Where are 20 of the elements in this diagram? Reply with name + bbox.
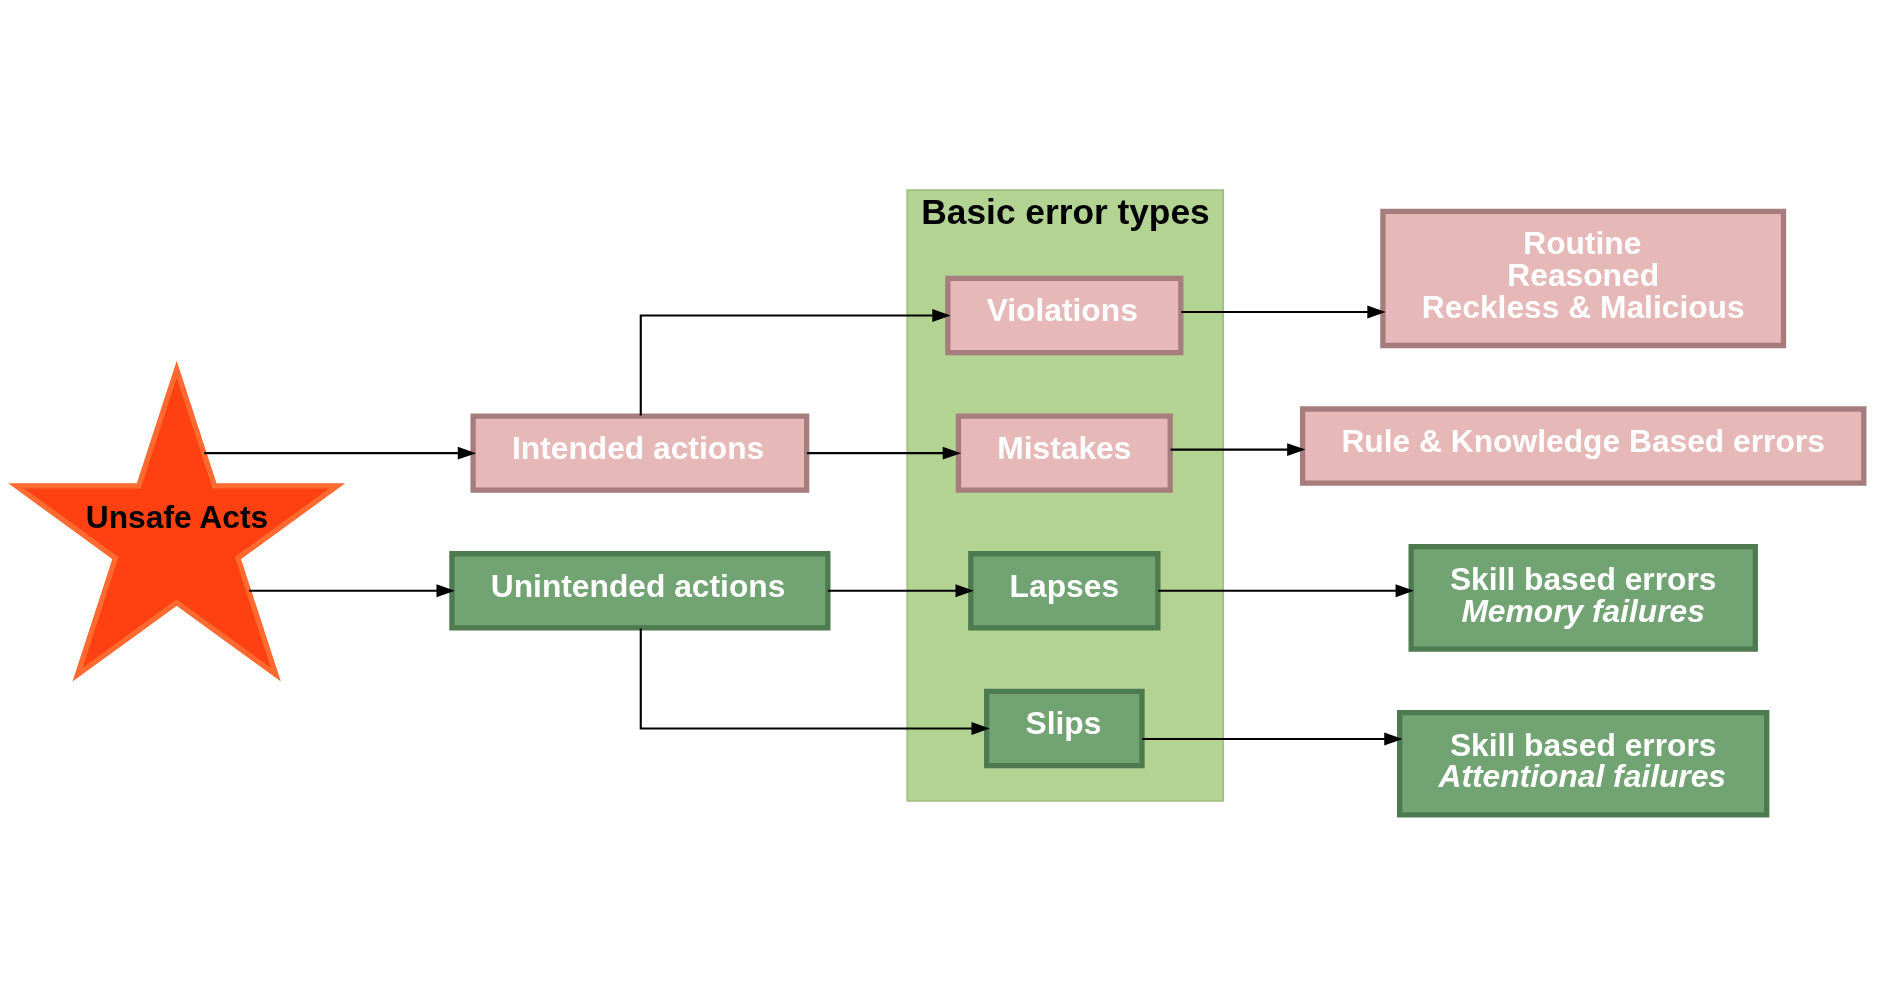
node-box: Lapses bbox=[968, 550, 1161, 630]
node-box: Violations bbox=[945, 275, 1184, 355]
node-box: Intended actions bbox=[470, 412, 810, 493]
node-box: Routine Reasoned Reckless & Malicious bbox=[1380, 208, 1787, 348]
arrow bbox=[639, 308, 951, 416]
node-box: Rule & Knowledge Based errors bbox=[1299, 405, 1867, 486]
arrow bbox=[1170, 442, 1306, 456]
arrow bbox=[827, 583, 974, 597]
arrow bbox=[639, 627, 990, 735]
arrow bbox=[1142, 732, 1403, 745]
arrow bbox=[249, 583, 455, 597]
arrow bbox=[1158, 583, 1414, 597]
arrow bbox=[204, 446, 477, 460]
arrow bbox=[807, 446, 962, 460]
node-box: Skill based errors Attentional failures bbox=[1397, 709, 1770, 818]
node-box: Unintended actions bbox=[449, 550, 831, 630]
node-box: Mistakes bbox=[955, 412, 1173, 493]
node-box: Skill based errors Memory failures bbox=[1408, 543, 1758, 652]
arrow bbox=[1181, 305, 1386, 318]
node-box: Slips bbox=[984, 688, 1145, 768]
